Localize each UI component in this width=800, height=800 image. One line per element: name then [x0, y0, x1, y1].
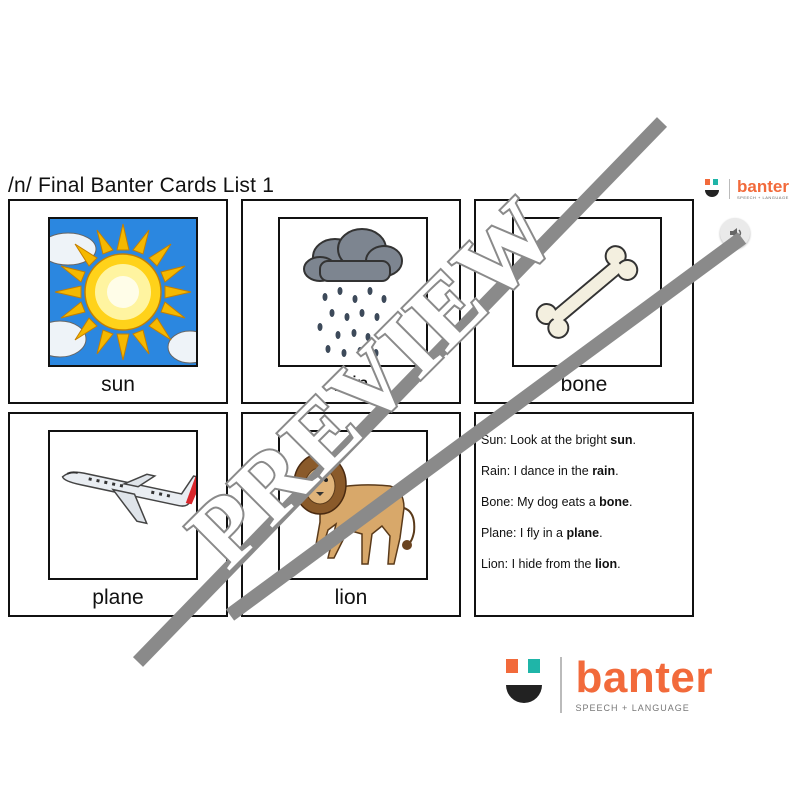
- sun-icon: [50, 219, 196, 365]
- card-rain: rain: [241, 199, 461, 404]
- sentence-sun: Sun: Look at the bright sun.: [481, 433, 636, 447]
- bone-image: [512, 217, 662, 367]
- brand-name: banter: [575, 653, 713, 702]
- brand-name: banter: [737, 177, 789, 196]
- lion-icon: [293, 453, 416, 565]
- sentence-list: Sun: Look at the bright sun. Rain: I dan…: [481, 433, 686, 588]
- brand-logo-small: banter SPEECH + LANGUAGE: [704, 176, 789, 202]
- card-word: bone: [560, 373, 608, 396]
- banter-mark-icon: [506, 658, 542, 703]
- sentence-lion: Lion: I hide from the lion.: [481, 557, 621, 571]
- brand-tagline: SPEECH + LANGUAGE: [575, 703, 690, 713]
- airplane-icon: [61, 471, 196, 525]
- card-plane: plane: [8, 412, 228, 617]
- brand-tagline: SPEECH + LANGUAGE: [737, 195, 789, 200]
- banter-mark-icon: [705, 179, 719, 197]
- card-word: plane: [92, 586, 144, 609]
- page-title: /n/ Final Banter Cards List 1: [8, 174, 275, 197]
- logo-divider: [729, 179, 730, 199]
- logo-divider: [560, 656, 562, 713]
- card-bone: bone: [474, 199, 694, 404]
- card-lion: lion: [241, 412, 461, 617]
- card-word: lion: [334, 586, 368, 609]
- rain-image: [278, 217, 428, 367]
- sentence-bone: Bone: My dog eats a bone.: [481, 495, 633, 509]
- card-sun: sun: [8, 199, 228, 404]
- audio-button[interactable]: [720, 218, 750, 248]
- sentence-plane: Plane: I fly in a plane.: [481, 526, 603, 540]
- sun-image: [48, 217, 198, 367]
- rain-cloud-icon: [303, 228, 403, 357]
- lion-image: [278, 430, 428, 580]
- card-word: rain: [333, 373, 369, 396]
- bone-icon: [535, 245, 639, 339]
- card-word: sun: [101, 373, 135, 396]
- speaker-icon: [730, 228, 742, 238]
- brand-logo-large: banter SPEECH + LANGUAGE: [504, 656, 713, 713]
- sentence-rain: Rain: I dance in the rain.: [481, 464, 619, 478]
- plane-image: [48, 430, 198, 580]
